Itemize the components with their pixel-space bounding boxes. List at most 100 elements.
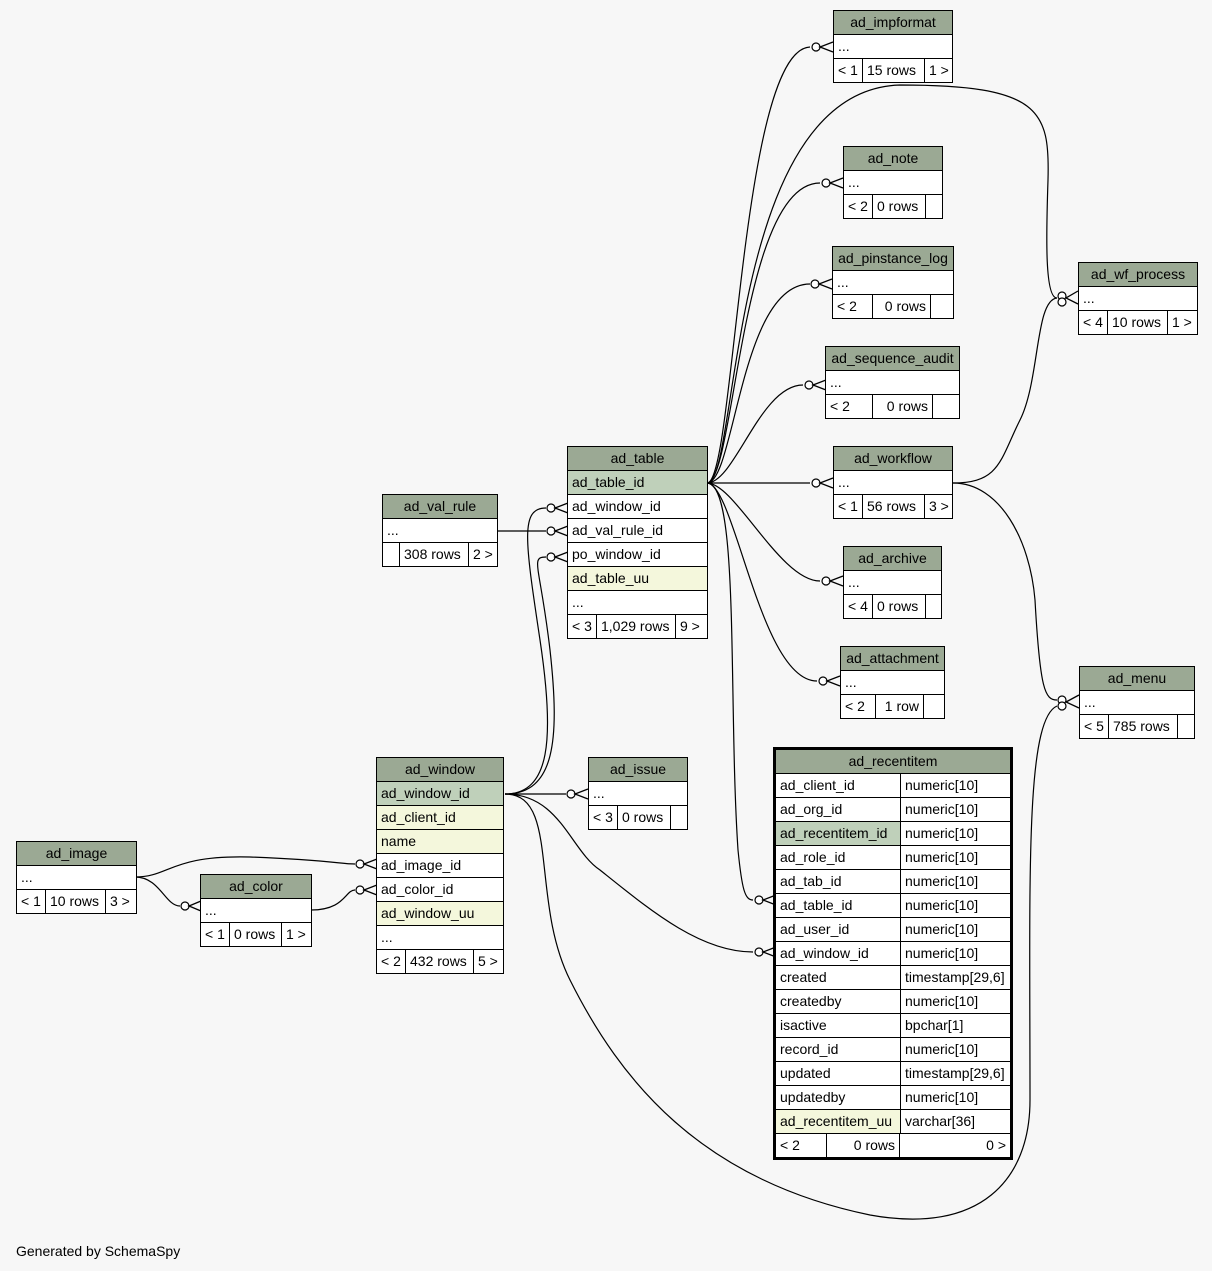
table-header[interactable]: ad_val_rule [383, 495, 497, 518]
column-row[interactable]: ... [844, 170, 942, 194]
children-count[interactable] [925, 195, 942, 218]
parents-count[interactable]: < 4 [848, 598, 868, 614]
parents-count[interactable]: < 2 [845, 698, 865, 714]
table-ad_val_rule[interactable]: ad_val_rule ... 308 rows 2 > [382, 494, 498, 567]
column-row[interactable]: ... [568, 590, 707, 614]
column-row[interactable]: ad_val_rule_id [568, 518, 707, 542]
table-ad_table[interactable]: ad_table ad_table_id ad_window_id ad_val… [567, 446, 708, 639]
table-header[interactable]: ad_archive [844, 547, 941, 570]
table-header[interactable]: ad_image [17, 842, 136, 865]
children-count[interactable] [1177, 715, 1194, 738]
table-ad_window[interactable]: ad_window ad_window_id ad_client_id name… [376, 757, 504, 974]
column-row[interactable]: ad_window_id [568, 494, 707, 518]
table-header[interactable]: ad_window [377, 758, 503, 781]
column-row[interactable]: ... [383, 518, 497, 542]
children-count[interactable] [670, 806, 687, 829]
table-header[interactable]: ad_sequence_audit [826, 347, 959, 370]
parents-count[interactable]: < 1 [838, 498, 858, 514]
table-header[interactable]: ad_issue [589, 758, 687, 781]
table-header[interactable]: ad_note [844, 147, 942, 170]
table-ad_note[interactable]: ad_note ... < 2 0 rows [843, 146, 943, 219]
parents-count[interactable]: < 1 [21, 893, 41, 909]
column-row[interactable]: ... [834, 34, 952, 58]
column-row[interactable]: ... [834, 470, 952, 494]
column-row[interactable]: ad_window_id [377, 781, 503, 805]
column-row[interactable]: ... [377, 925, 503, 949]
table-header[interactable]: ad_attachment [841, 647, 944, 670]
parents-count[interactable]: < 3 [593, 809, 613, 825]
parents-count[interactable]: < 1 [205, 926, 225, 942]
column-row[interactable]: ... [844, 570, 941, 594]
children-count[interactable] [932, 395, 959, 418]
table-ad_color[interactable]: ad_color ... < 1 0 rows 1 > [200, 874, 312, 947]
column-row[interactable]: ... [841, 670, 944, 694]
column-row[interactable]: ad_client_id [377, 805, 503, 829]
column-row[interactable]: ad_image_id [377, 853, 503, 877]
table-ad_impformat[interactable]: ad_impformat ... < 1 15 rows 1 > [833, 10, 953, 83]
table-ad_menu[interactable]: ad_menu ... < 5 785 rows [1079, 666, 1195, 739]
table-ad_image[interactable]: ad_image ... < 1 10 rows 3 > [16, 841, 137, 914]
table-ad_workflow[interactable]: ad_workflow ... < 1 56 rows 3 > [833, 446, 953, 519]
parents-count[interactable]: < 1 [838, 62, 858, 78]
parents-count[interactable]: < 2 [837, 298, 857, 314]
children-count[interactable] [923, 695, 944, 718]
column-row[interactable]: ad_window_uu [377, 901, 503, 925]
table-header[interactable]: ad_color [201, 875, 311, 898]
children-count[interactable]: 3 > [105, 890, 136, 913]
column-row[interactable]: ad_table_id [568, 470, 707, 494]
parents-count[interactable]: < 2 [830, 398, 850, 414]
column-row[interactable]: ... [833, 270, 953, 294]
parents-count[interactable]: < 3 [572, 618, 592, 634]
column-row[interactable]: ad_color_id [377, 877, 503, 901]
table-header[interactable]: ad_workflow [834, 447, 952, 470]
parents-count[interactable] [383, 543, 399, 566]
children-count[interactable]: 0 > [899, 1134, 1010, 1157]
table-ad_pinstance_log[interactable]: ad_pinstance_log ... < 2 0 rows [832, 246, 954, 319]
children-count[interactable]: 2 > [468, 543, 497, 566]
column-row[interactable]: po_window_id [568, 542, 707, 566]
children-count[interactable] [925, 595, 941, 618]
children-count[interactable]: 9 > [675, 615, 707, 638]
table-header[interactable]: ad_wf_process [1079, 263, 1197, 286]
column-row[interactable]: ... [1079, 286, 1197, 310]
table-header[interactable]: ad_table [568, 447, 707, 470]
parents-count[interactable]: < 2 [381, 953, 401, 969]
table-ad_wf_process[interactable]: ad_wf_process ... < 4 10 rows 1 > [1078, 262, 1198, 335]
parents-count[interactable]: < 2 [848, 198, 868, 214]
column-row[interactable]: ad_table_uu [568, 566, 707, 590]
parents-count[interactable]: < 5 [1084, 718, 1104, 734]
table-ad_archive[interactable]: ad_archive ... < 4 0 rows [843, 546, 942, 619]
table-header[interactable]: ad_pinstance_log [833, 247, 953, 270]
table-ad_issue[interactable]: ad_issue ... < 3 0 rows [588, 757, 688, 830]
children-count[interactable] [930, 295, 953, 318]
column-row[interactable]: ... [201, 898, 311, 922]
column-row[interactable]: ... [826, 370, 959, 394]
parents-count[interactable]: < 4 [1083, 314, 1103, 330]
parents-count[interactable]: < 2 [780, 1137, 800, 1153]
column-row[interactable]: ... [17, 865, 136, 889]
table-ad_sequence_audit[interactable]: ad_sequence_audit ... < 2 0 rows [825, 346, 960, 419]
children-count[interactable]: 1 > [924, 59, 952, 82]
column-row[interactable]: ... [1080, 690, 1194, 714]
table-header[interactable]: ad_recentitem [776, 750, 1010, 773]
table-header[interactable]: ad_impformat [834, 11, 952, 34]
column-row[interactable]: name [377, 829, 503, 853]
children-count[interactable]: 1 > [281, 923, 311, 946]
children-count[interactable]: 3 > [924, 495, 952, 518]
column-row[interactable]: ... [589, 781, 687, 805]
